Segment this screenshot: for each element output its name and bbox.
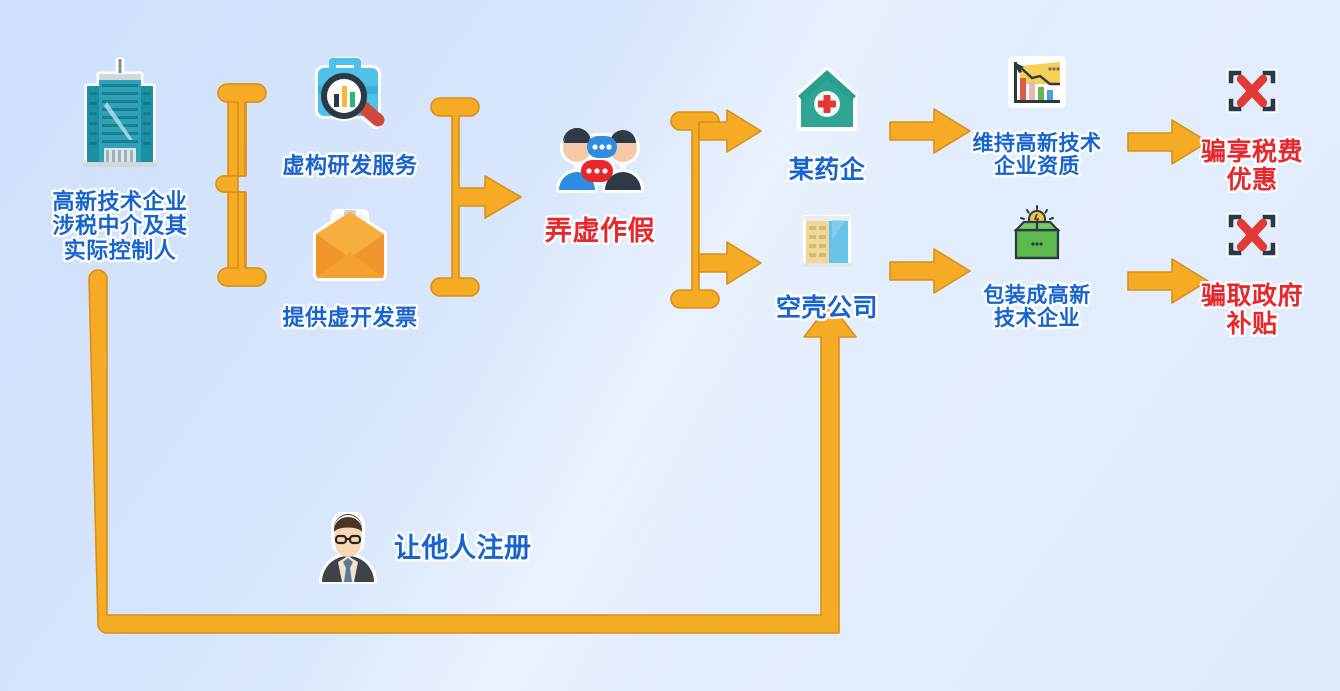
two-people-chat-icon [556,127,644,193]
target-bottom-to-effect-bottom-arrow [889,248,971,294]
red-x-crosshair-icon [1226,68,1278,114]
office-building-icon [83,57,157,167]
node-method-bottom-label: 提供虚开发票 [282,304,418,330]
effect-bottom-to-result-bottom-arrow [1127,258,1209,304]
node-target-bottom[interactable]: 空壳公司 [750,192,904,340]
lightbulb-open-box-icon [1013,204,1061,261]
node-register[interactable]: 让他人注册 [312,512,572,584]
envelope-invoice-chart-icon [313,208,387,281]
node-target-top-label: 某药企 [788,155,866,184]
node-effect-bottom[interactable]: 包装成高新 技术企业 [952,186,1122,349]
empty-office-building-icon [802,214,852,267]
node-target-bottom-label: 空壳公司 [775,293,878,322]
node-register-label: 让他人注册 [394,532,532,563]
node-method-bottom[interactable]: 提供虚开发票 [258,190,442,348]
hospital-cross-icon [797,66,857,131]
node-target-top[interactable]: 某药企 [762,48,892,202]
node-method-top[interactable]: 虚构研发服务 [258,30,442,196]
node-result-bottom-label: 骗取政府 补贴 [1200,281,1303,338]
node-falsify[interactable]: 弄虚作假 [520,110,680,264]
businessman-avatar-icon [319,512,377,584]
briefcase-magnifier-chart-icon [315,56,385,129]
effect-top-to-result-top-arrow [1127,119,1209,165]
red-x-crosshair-icon [1226,212,1278,258]
node-effect-top[interactable]: 维持高新技术 企业资质 [952,36,1122,197]
source-to-shell-company-loop-arrow [88,269,857,634]
node-effect-bottom-label: 包装成高新 技术企业 [983,283,1091,331]
node-method-top-label: 虚构研发服务 [282,152,418,178]
source-to-methods-brace [215,83,267,287]
node-result-bottom[interactable]: 骗取政府 补贴 [1172,192,1332,356]
node-effect-top-label: 维持高新技术 企业资质 [972,131,1102,179]
node-result-top[interactable]: 骗享税费 优惠 [1172,48,1332,212]
target-top-to-effect-top-arrow [889,108,971,154]
methods-to-falsify-brace [430,97,522,297]
falsify-to-targets-brace [670,109,762,309]
declining-bar-chart-icon [1008,55,1066,108]
node-falsify-label: 弄虚作假 [545,215,655,246]
node-result-top-label: 骗享税费 优惠 [1200,137,1303,194]
node-source-label: 高新技术企业 涉税中介及其 实际控制人 [52,188,188,264]
node-source[interactable]: 高新技术企业 涉税中介及其 实际控制人 [18,38,222,282]
